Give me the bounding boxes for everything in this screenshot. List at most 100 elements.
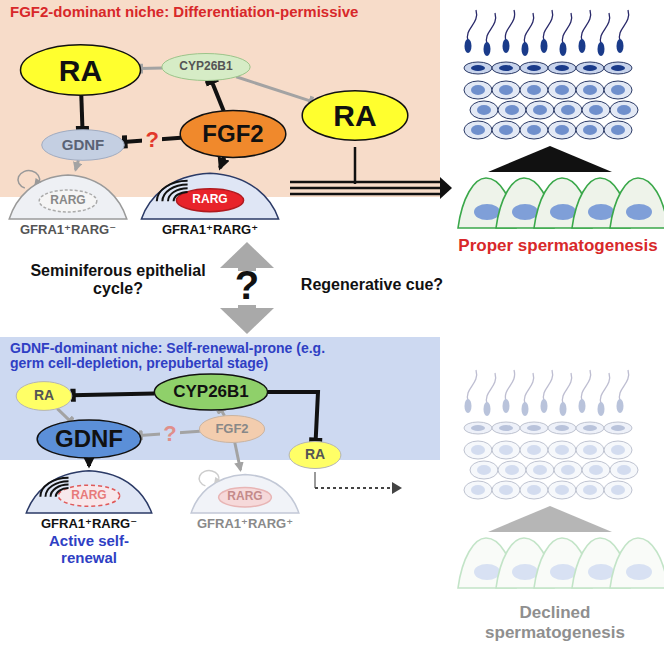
spermatogonium-nucleus (588, 204, 614, 220)
activation-connector (87, 458, 91, 466)
round-cell (464, 121, 492, 139)
self-renewal-arc (157, 181, 188, 202)
progression-arrow (488, 506, 612, 532)
question-mark: ? (232, 262, 262, 308)
round-cell-nucleus (611, 125, 625, 135)
sperm-head (503, 39, 510, 53)
spermatid (520, 62, 548, 74)
sperm-tail (505, 10, 514, 41)
spermatid (492, 62, 520, 74)
sperm-tail (619, 10, 628, 41)
sperm-head (503, 399, 510, 413)
spermatogenesis-illustration (458, 10, 664, 228)
sperm-head (579, 399, 586, 413)
factor-ellipse: FGF2 (198, 414, 266, 444)
spermatid (464, 62, 492, 74)
declined-spermatogenesis-illustration (458, 370, 664, 588)
cell-body (191, 474, 299, 513)
factor-ellipse: RA (288, 440, 342, 470)
inhibition-connector (140, 67, 162, 71)
round-cell-nucleus (583, 445, 597, 455)
annotation-label: Regenerative cue? (282, 276, 462, 294)
round-cell-nucleus (471, 485, 485, 495)
cycle-double-arrow (220, 242, 274, 334)
annotation-label: Seminiferous epithelial cycle? (18, 262, 218, 299)
arrow-line (290, 187, 440, 190)
differentiation-arrows (290, 147, 452, 199)
factor-label: CYP26B1 (179, 60, 232, 73)
sperm-head (617, 39, 624, 53)
round-cell-nucleus (583, 125, 597, 135)
sperm-head (522, 42, 529, 56)
edge-question-label: ? (160, 421, 179, 446)
cell-type-label: GFRA1⁺RARG⁻ (3, 223, 133, 237)
spermatid (604, 62, 632, 74)
sperm-head (598, 402, 605, 416)
renewal-arrowhead (34, 178, 41, 185)
factor-label: RA (34, 388, 54, 403)
round-cell (464, 81, 492, 99)
round-cell-nucleus (527, 125, 541, 135)
round-cell-nucleus (527, 445, 541, 455)
cell-nucleus (219, 488, 272, 507)
round-cell-nucleus (471, 445, 485, 455)
round-cell (582, 101, 610, 119)
spermatogonium-cell: RARGGFRA1⁺RARG⁻Active self-renewal (25, 466, 153, 514)
niche-panel: GDNF-dominant niche: Self-renewal-prone … (0, 337, 440, 460)
factor-ellipse: RA (15, 380, 73, 412)
sperm-head (484, 42, 491, 56)
cell-caption: GFRA1⁺RARG⁻ Active self-renewal (20, 517, 158, 566)
ellipse-fill (302, 91, 408, 141)
spermatogonium-cell: RARGGFRA1⁺RARG⁺ (190, 470, 300, 514)
sperm-head (465, 39, 472, 53)
round-cell (554, 461, 582, 479)
cell-body (9, 175, 127, 219)
dotted-arrow (315, 487, 392, 489)
spermatogonium-cell: RARGGFRA1⁺RARG⁻ (8, 170, 128, 220)
cell-caption: GFRA1⁺RARG⁻ (3, 223, 133, 237)
inhibition-connector (211, 80, 223, 111)
round-cell (498, 461, 526, 479)
inhibition-connector (268, 392, 318, 442)
cell-type-label: GFRA1⁺RARG⁻ (20, 517, 158, 531)
spermatogonium-nucleus (474, 204, 500, 220)
round-cell-nucleus (471, 85, 485, 95)
edge-question-label: ? (142, 127, 161, 152)
round-cell-nucleus (561, 105, 575, 115)
round-cell (470, 461, 498, 479)
factor-ellipse: CYP26B1 (160, 52, 252, 82)
sperm-tail (600, 373, 609, 404)
sperm-tail (562, 13, 571, 44)
panel-title: GDNF-dominant niche: Self-renewal-prone … (10, 341, 355, 372)
round-cell-nucleus (555, 485, 569, 495)
factor-label: GDNF (62, 137, 105, 154)
ellipse-fill (199, 416, 264, 443)
round-cell (464, 441, 492, 459)
spermatogonium-nucleus (512, 204, 538, 220)
spermatid-nucleus (527, 425, 541, 431)
factor-label: RA (333, 99, 376, 132)
round-cell (576, 481, 604, 499)
spermatid (576, 62, 604, 74)
round-cell (470, 101, 498, 119)
round-cell-nucleus (499, 485, 513, 495)
sperm-tail (543, 10, 552, 41)
sperm-head (541, 399, 548, 413)
renewal-arrowhead (214, 477, 221, 483)
spermatogonium-nucleus (512, 564, 538, 580)
sperm-tail (524, 13, 533, 44)
cell-state-label: Active self-renewal (34, 533, 144, 566)
round-cell (548, 121, 576, 139)
spermatid-nucleus (555, 65, 569, 71)
factor-label: RA (59, 54, 102, 87)
annotation-label: Declined spermatogenesis (452, 603, 658, 642)
ellipse-fill (21, 45, 141, 95)
spermatid-nucleus (471, 65, 485, 71)
spermatid (520, 422, 548, 434)
factor-label: RA (305, 447, 325, 462)
sperm-tail (467, 370, 476, 401)
factor-ellipse: RA (18, 42, 143, 98)
round-cell (604, 121, 632, 139)
round-cell-nucleus (611, 485, 625, 495)
niche-panel: FGF2-dominant niche: Differentiation-per… (0, 0, 440, 197)
